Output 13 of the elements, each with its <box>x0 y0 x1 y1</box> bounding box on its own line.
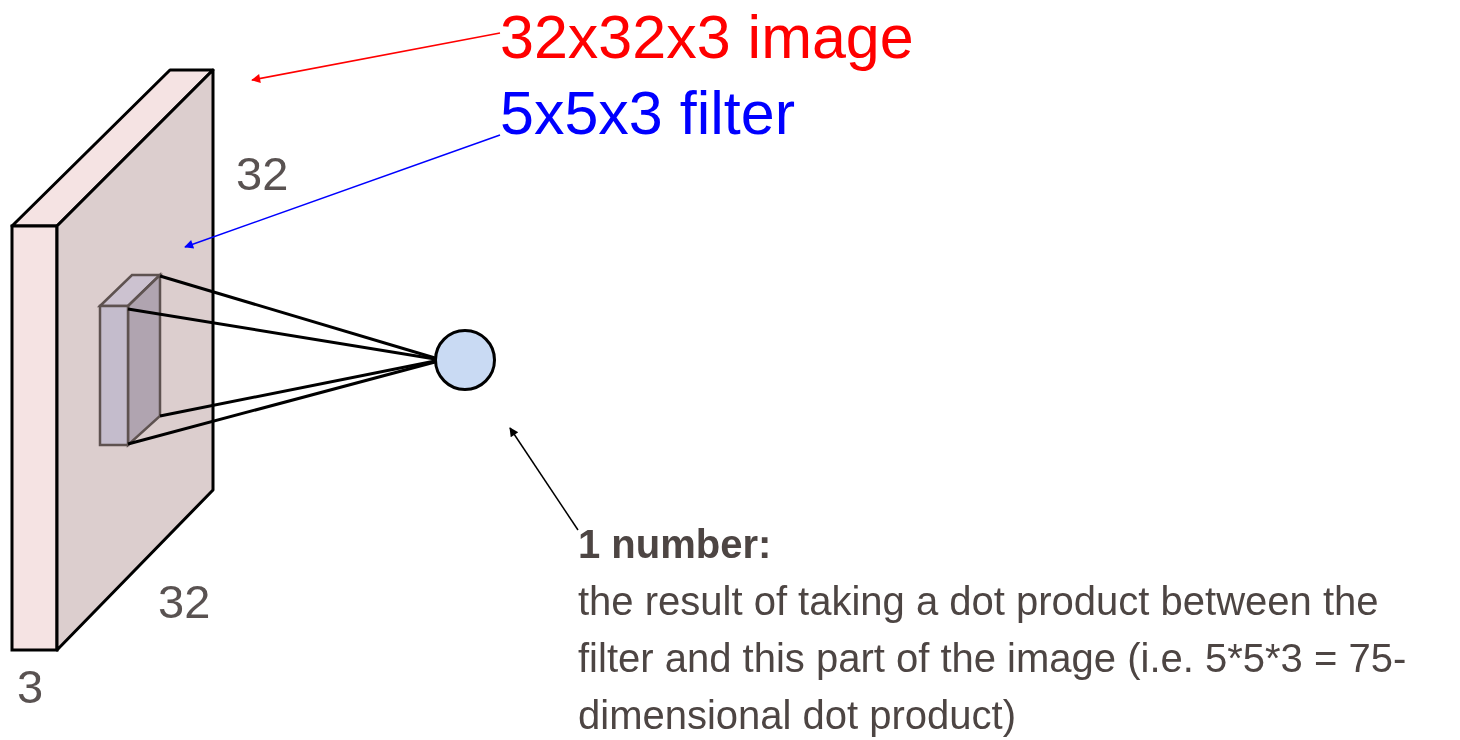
connection-line <box>159 274 436 360</box>
dimension-label: 32 <box>236 150 289 197</box>
arrow <box>184 134 501 249</box>
connection-line <box>127 360 436 446</box>
arrow <box>509 427 579 531</box>
connection-line <box>159 359 436 418</box>
annotation-label: 5x5x3 filter <box>500 82 795 144</box>
callout-text: the result of taking a dot product between the filter and this part of the image (i.e. 5*5*3 = 75-dimensional dot product) <box>578 578 1408 739</box>
dimension-label: 32 <box>158 578 211 625</box>
dimension-label: 3 <box>17 663 44 710</box>
callout-heading: 1 number: <box>578 521 772 568</box>
connection-line <box>127 307 436 361</box>
arrow <box>251 32 501 83</box>
